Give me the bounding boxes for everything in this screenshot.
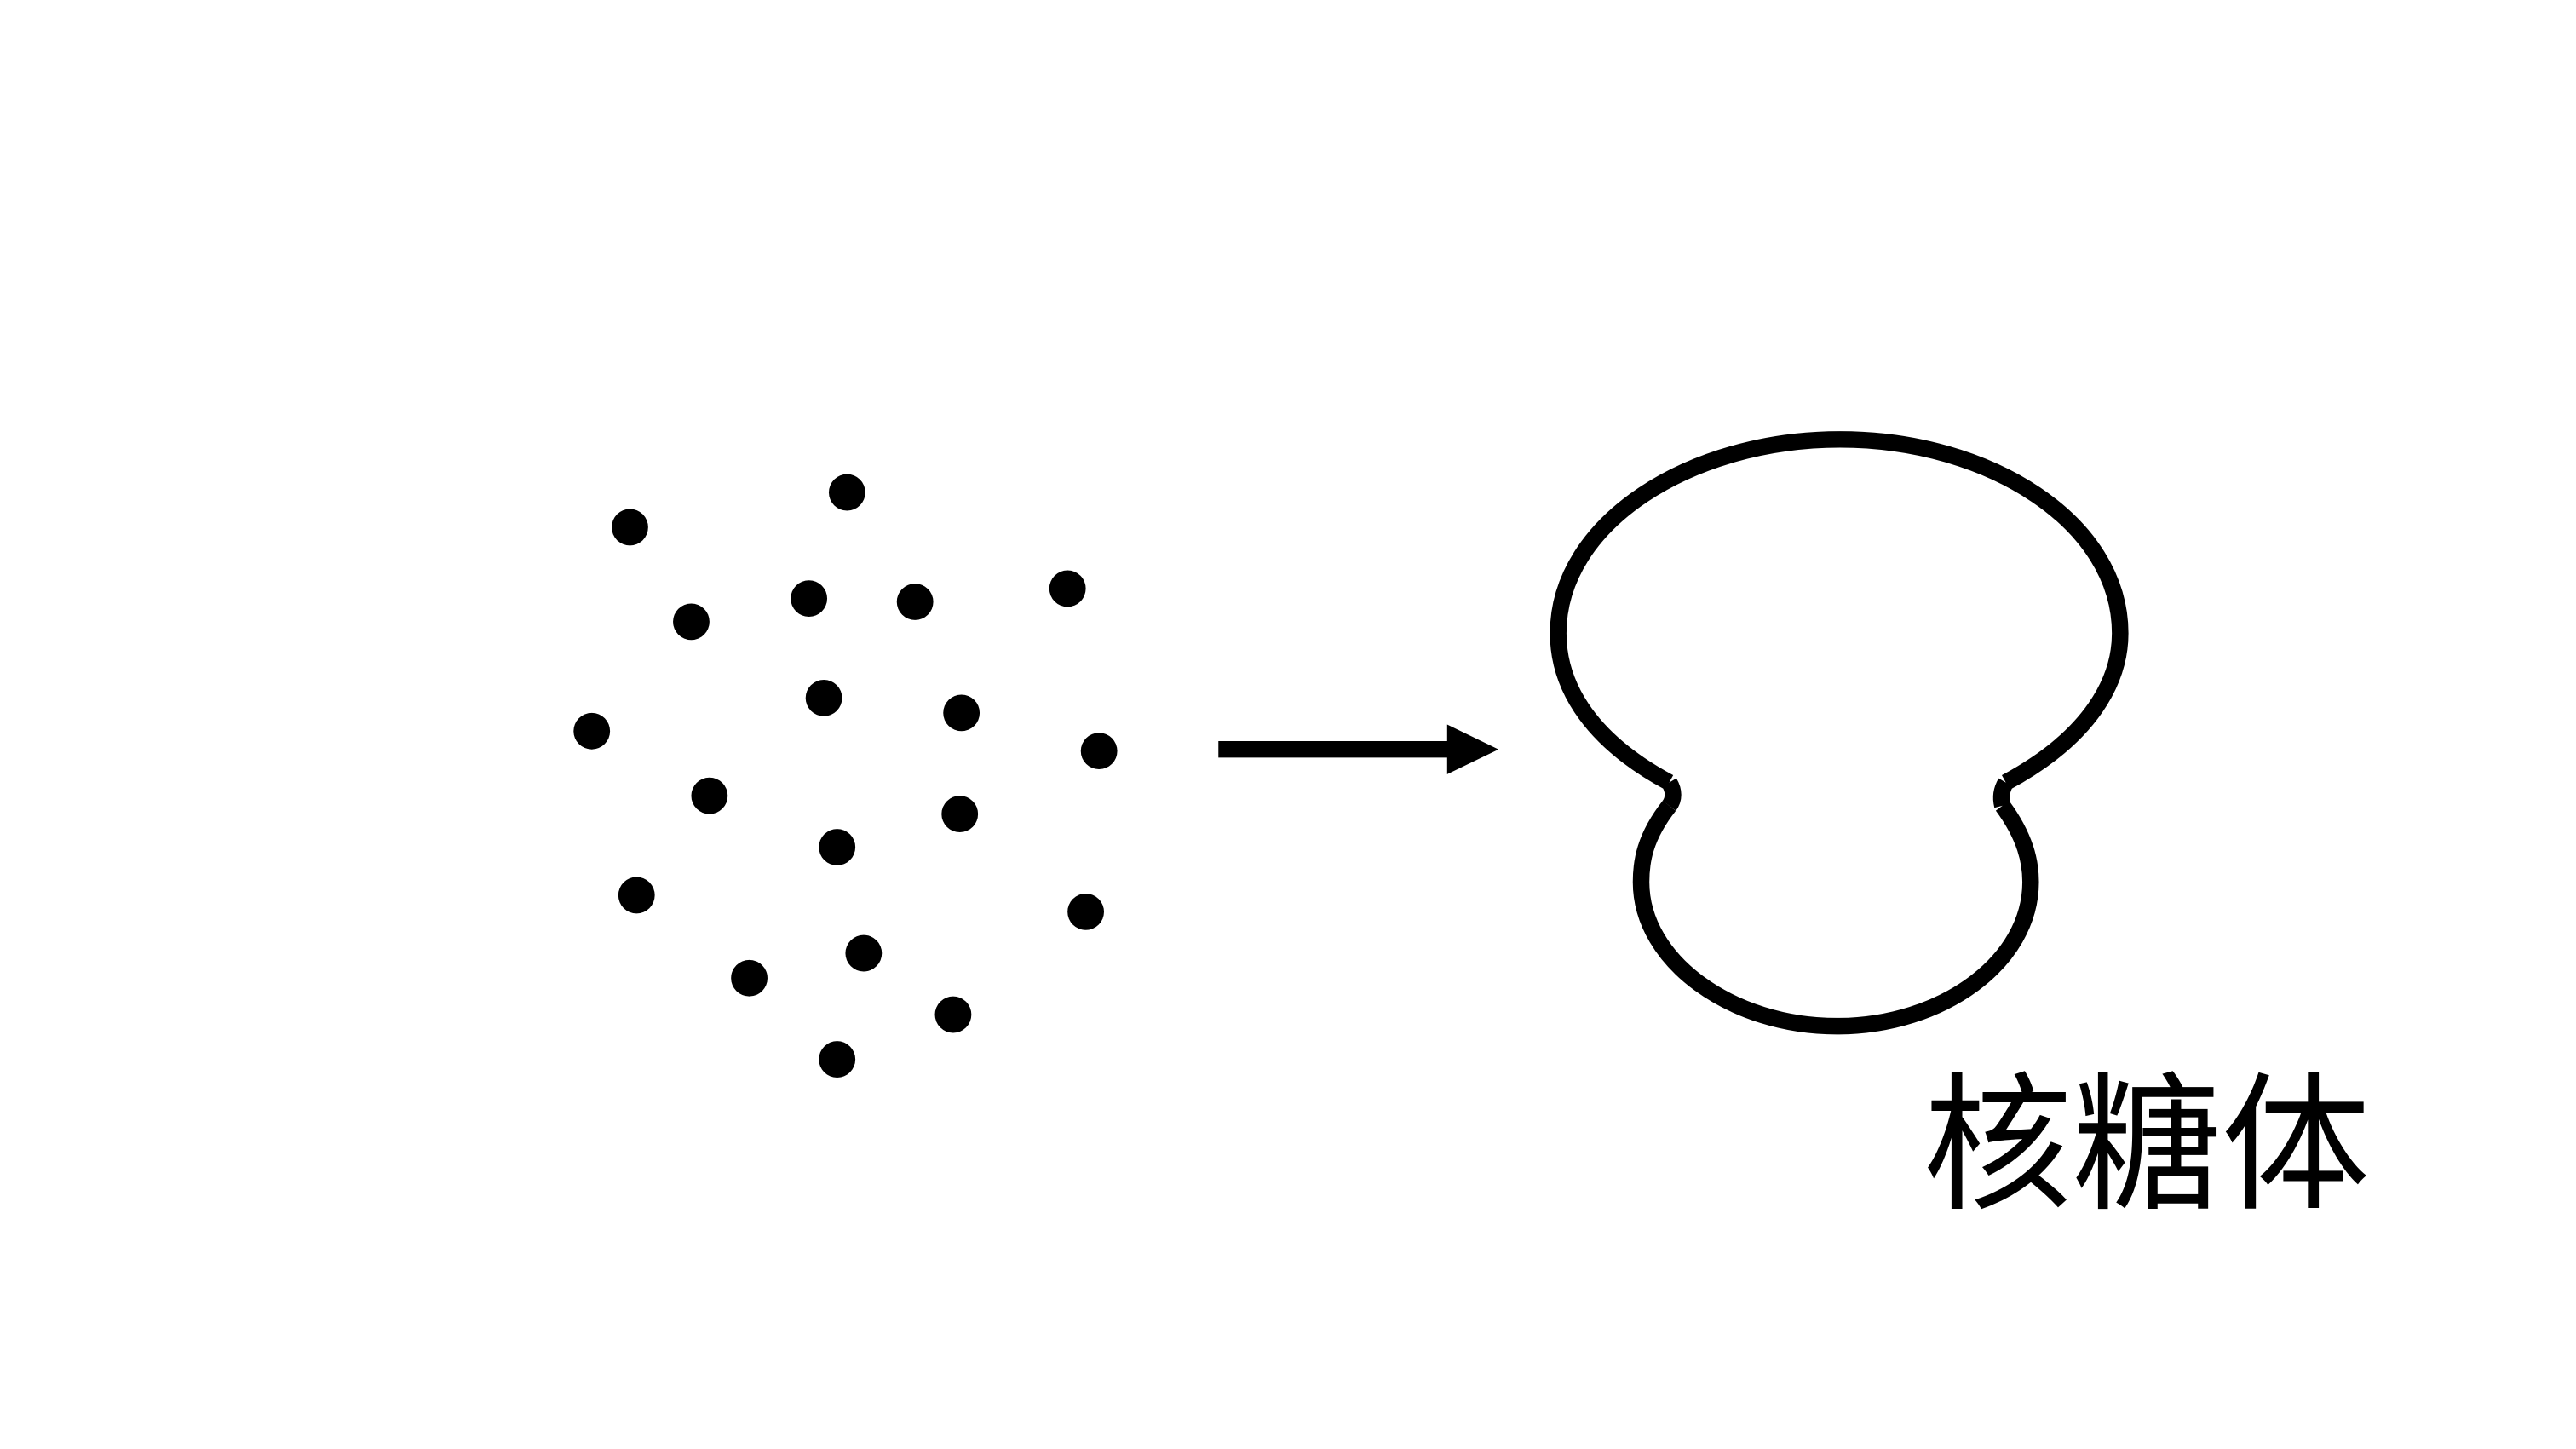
particle-dot: [731, 959, 768, 997]
ribosome-label: 核糖体: [1923, 1059, 2370, 1233]
particle-dot: [941, 796, 979, 832]
particle-dot: [819, 829, 856, 865]
particle-dot: [573, 712, 611, 750]
particle-dot: [612, 509, 648, 546]
particle-dot: [791, 580, 828, 618]
particle-cluster: [573, 474, 1118, 1078]
ribosome-large-subunit: [1550, 431, 2129, 791]
particle-dot: [1067, 893, 1104, 930]
particle-dot: [691, 777, 728, 814]
arrow-head: [1446, 724, 1499, 774]
particle-dot: [819, 1041, 856, 1078]
particle-dot: [934, 996, 972, 1033]
particle-dot: [943, 694, 980, 732]
ribosome-left-notch: [1661, 778, 1682, 811]
particle-dot: [845, 934, 883, 972]
particle-dot: [1080, 733, 1118, 770]
ribosome-shape: [1550, 431, 2129, 1035]
ribosome-right-notch: [1992, 778, 2014, 808]
arrow-icon: [1218, 724, 1499, 774]
particle-dot: [1049, 570, 1086, 607]
particle-dot: [618, 877, 655, 914]
particle-dot: [896, 584, 934, 620]
ribosome-small-subunit: [1632, 800, 2039, 1035]
particle-dot: [805, 679, 842, 716]
particle-dot: [673, 603, 710, 641]
particle-dot: [828, 474, 865, 511]
